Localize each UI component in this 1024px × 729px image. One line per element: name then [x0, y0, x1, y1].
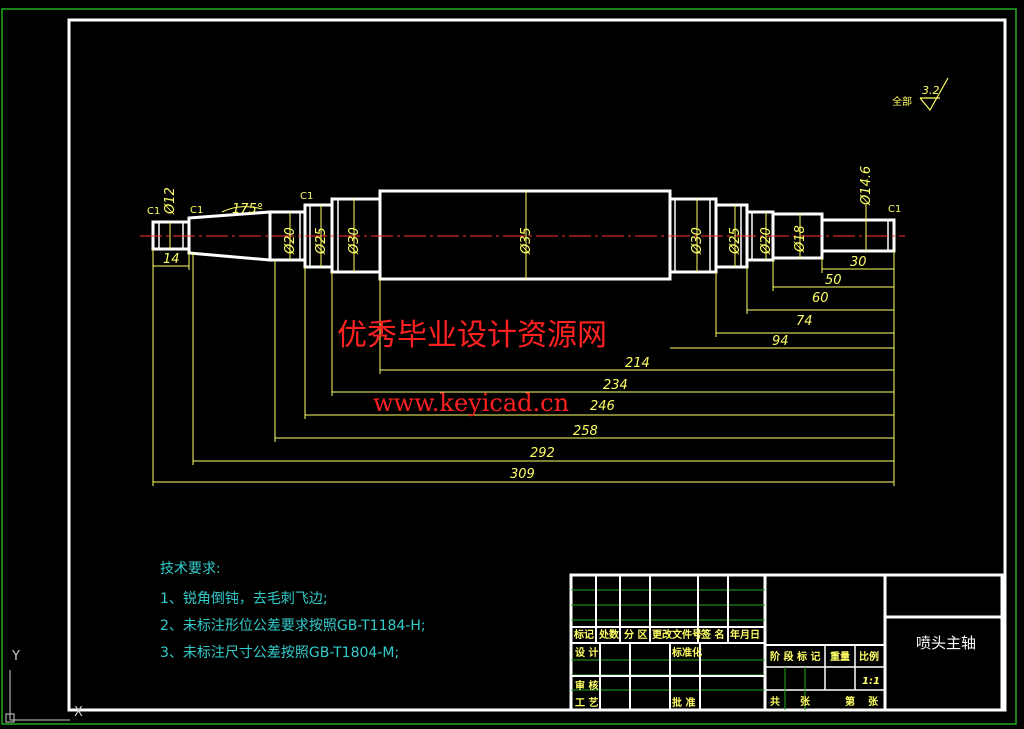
- length-label-258: 258: [573, 424, 598, 439]
- dia-label-8: Ø20: [759, 227, 774, 255]
- ucs-x-label: X: [74, 705, 83, 720]
- tb-label-process: 工 艺: [575, 696, 598, 709]
- tb-label-count: 处数: [598, 628, 620, 641]
- requirements-title: 技术要求:: [160, 561, 221, 577]
- tb-label-stage: 阶 段 标 记: [770, 650, 820, 663]
- dia-label-3: Ø25: [314, 227, 329, 255]
- tb-scale-value: 1:1: [862, 676, 880, 687]
- length-label-74: 74: [796, 314, 813, 329]
- dimension-lines: [153, 265, 894, 483]
- dia-label-1: Ø12: [163, 187, 178, 215]
- requirement-item-3: 3、未标注尺寸公差按照GB-T1804-M;: [160, 645, 399, 661]
- length-label-234: 234: [603, 378, 628, 393]
- length-label-309: 309: [510, 467, 535, 482]
- dia-label-2: Ø20: [283, 227, 298, 255]
- length-label-60: 60: [812, 291, 829, 306]
- chamfer-label-3: C1: [300, 191, 313, 202]
- chamfer-label-2: C1: [190, 205, 203, 216]
- requirement-item-1: 1、锐角倒钝，去毛刺飞边;: [160, 591, 328, 607]
- length-label-214: 214: [625, 356, 650, 371]
- chamfer-label-4: C1: [888, 204, 901, 215]
- tb-label-design: 设 计: [575, 646, 598, 659]
- ucs-icon: [5, 670, 70, 723]
- length-label-94: 94: [772, 334, 789, 349]
- tb-label-sheets: 张: [800, 695, 811, 708]
- tb-label-approve: 批 准: [672, 696, 695, 709]
- watermark-title: 优秀毕业设计资源网: [337, 318, 607, 353]
- dia-label-9: Ø18: [793, 225, 808, 253]
- tb-label-mark: 标记: [573, 628, 594, 641]
- roughness-label: 全部: [892, 95, 912, 108]
- dia-label-5: Ø35: [519, 227, 534, 255]
- dia-label-4: Ø30: [347, 227, 362, 255]
- part-name: 喷头主轴: [916, 634, 976, 652]
- drawing-frame: [67, 18, 1007, 712]
- length-label-14: 14: [163, 252, 180, 267]
- length-label-292: 292: [530, 446, 555, 461]
- tb-label-standardize: 标准化: [671, 646, 702, 659]
- ucs-y-label: Y: [11, 649, 20, 664]
- watermark-url: www.keyicad.cn: [373, 389, 569, 417]
- roughness-symbol: 全部 3.2: [892, 77, 949, 112]
- tb-label-sheet-no: 第: [845, 695, 855, 708]
- tb-label-sheet-unit: 张: [868, 695, 879, 708]
- tb-label-review: 审 核: [575, 679, 598, 692]
- taper-angle: 175°: [232, 202, 263, 217]
- tb-label-scale: 比例: [859, 650, 879, 663]
- chamfer-label-1: C1: [147, 206, 160, 217]
- tb-label-weight: 重量: [830, 650, 850, 663]
- tb-label-date: 年月日: [730, 628, 760, 641]
- roughness-value: 3.2: [922, 84, 940, 97]
- dia-label-6: Ø30: [690, 227, 705, 255]
- requirement-item-2: 2、未标注形位公差要求按照GB-T1184-H;: [160, 618, 426, 634]
- tb-label-change-doc: 更改文件号: [652, 628, 702, 641]
- dia-label-10: Ø14.6: [859, 166, 874, 206]
- tb-label-zone: 分 区: [624, 628, 647, 641]
- title-block: 标记 处数 分 区 更改文件号 签 名 年月日 设 计 标准化 审 核 工 艺 …: [569, 573, 1004, 712]
- tb-label-sign: 签 名: [700, 628, 724, 641]
- length-label-30: 30: [850, 255, 867, 270]
- dia-label-7: Ø25: [728, 227, 743, 255]
- extension-lines: [152, 249, 895, 486]
- length-label-50: 50: [825, 273, 842, 288]
- tb-label-total: 共: [770, 695, 780, 708]
- sheet-border: [1, 8, 1017, 725]
- diameter-marks: [169, 191, 867, 279]
- technical-requirements: 技术要求: 1、锐角倒钝，去毛刺飞边; 2、未标注形位公差要求按照GB-T118…: [160, 561, 426, 661]
- length-label-246: 246: [590, 399, 615, 414]
